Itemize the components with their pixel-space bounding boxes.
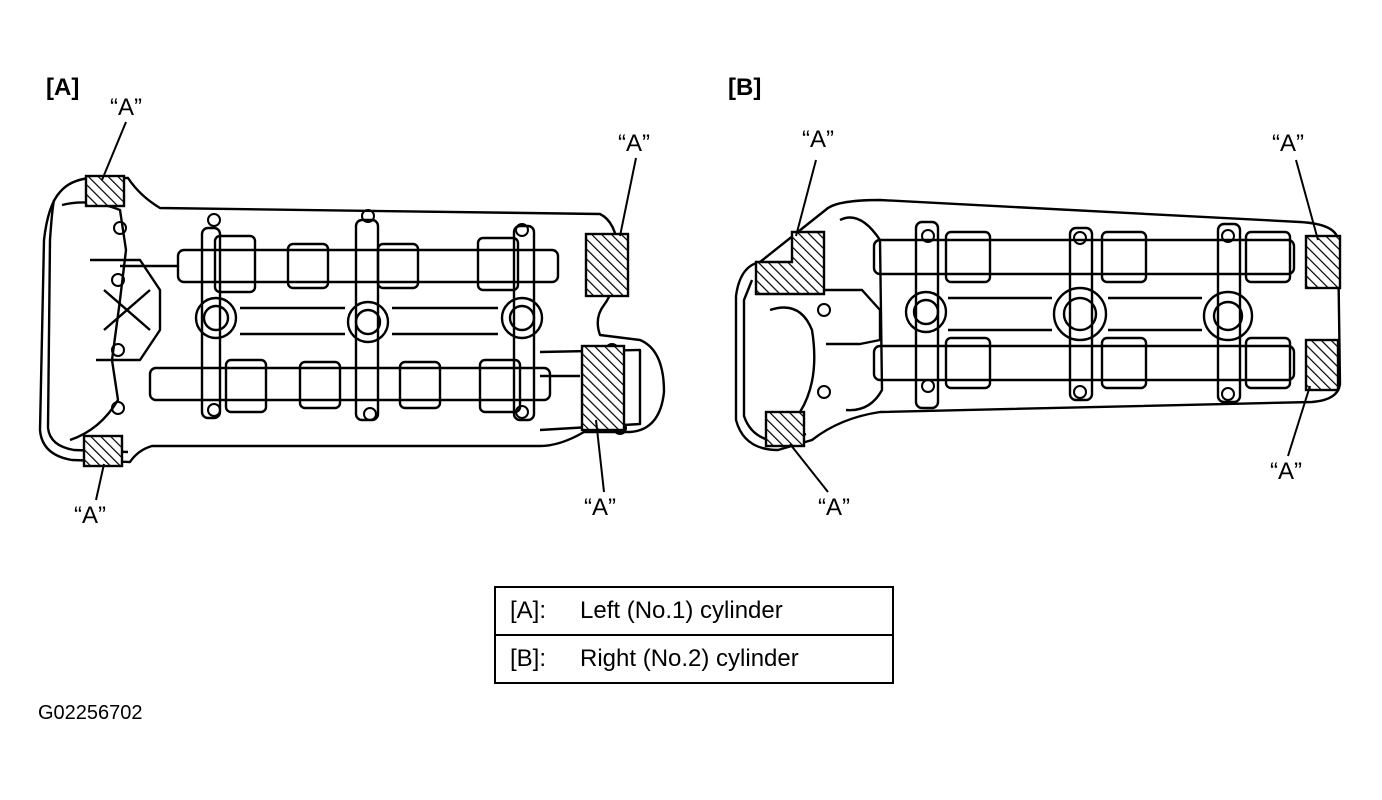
sealant-area-b4 bbox=[764, 410, 806, 448]
callout-b2: “A” bbox=[1272, 130, 1304, 157]
cylinder-head-b bbox=[734, 198, 1342, 452]
callout-b4: “A” bbox=[818, 494, 850, 521]
sealant-area-b2 bbox=[1304, 234, 1342, 290]
sealant-area-b1 bbox=[754, 230, 826, 296]
leader-lines-a bbox=[95, 121, 637, 501]
legend-row: [B]: Right (No.2) cylinder bbox=[496, 634, 892, 682]
legend-text: Left (No.1) cylinder bbox=[580, 597, 783, 624]
legend-row: [A]: Left (No.1) cylinder bbox=[496, 588, 892, 634]
callout-a4: “A” bbox=[74, 502, 106, 529]
sealant-area-a4 bbox=[82, 434, 124, 468]
sealant-area-b3 bbox=[1304, 338, 1340, 392]
callout-a3: “A” bbox=[584, 494, 616, 521]
sealant-area-a2 bbox=[584, 232, 630, 298]
legend-text: Right (No.2) cylinder bbox=[580, 645, 799, 672]
legend-key: [A]: bbox=[510, 597, 547, 624]
callout-b1: “A” bbox=[802, 126, 834, 153]
sealant-area-a1 bbox=[84, 174, 126, 208]
leader-lines-b bbox=[789, 159, 1319, 493]
sealant-area-a3 bbox=[580, 344, 626, 432]
callout-b3: “A” bbox=[1270, 458, 1302, 485]
callout-a1: “A” bbox=[110, 94, 142, 121]
callout-a2: “A” bbox=[618, 130, 650, 157]
figure-code: G02256702 bbox=[38, 702, 143, 724]
cylinder-head-a bbox=[38, 176, 666, 464]
legend-key: [B]: bbox=[510, 645, 547, 672]
panel-a-tag: [A] bbox=[46, 74, 80, 101]
legend-table: [A]: Left (No.1) cylinder [B]: Right (No… bbox=[494, 586, 894, 684]
panel-b-tag: [B] bbox=[728, 74, 762, 101]
